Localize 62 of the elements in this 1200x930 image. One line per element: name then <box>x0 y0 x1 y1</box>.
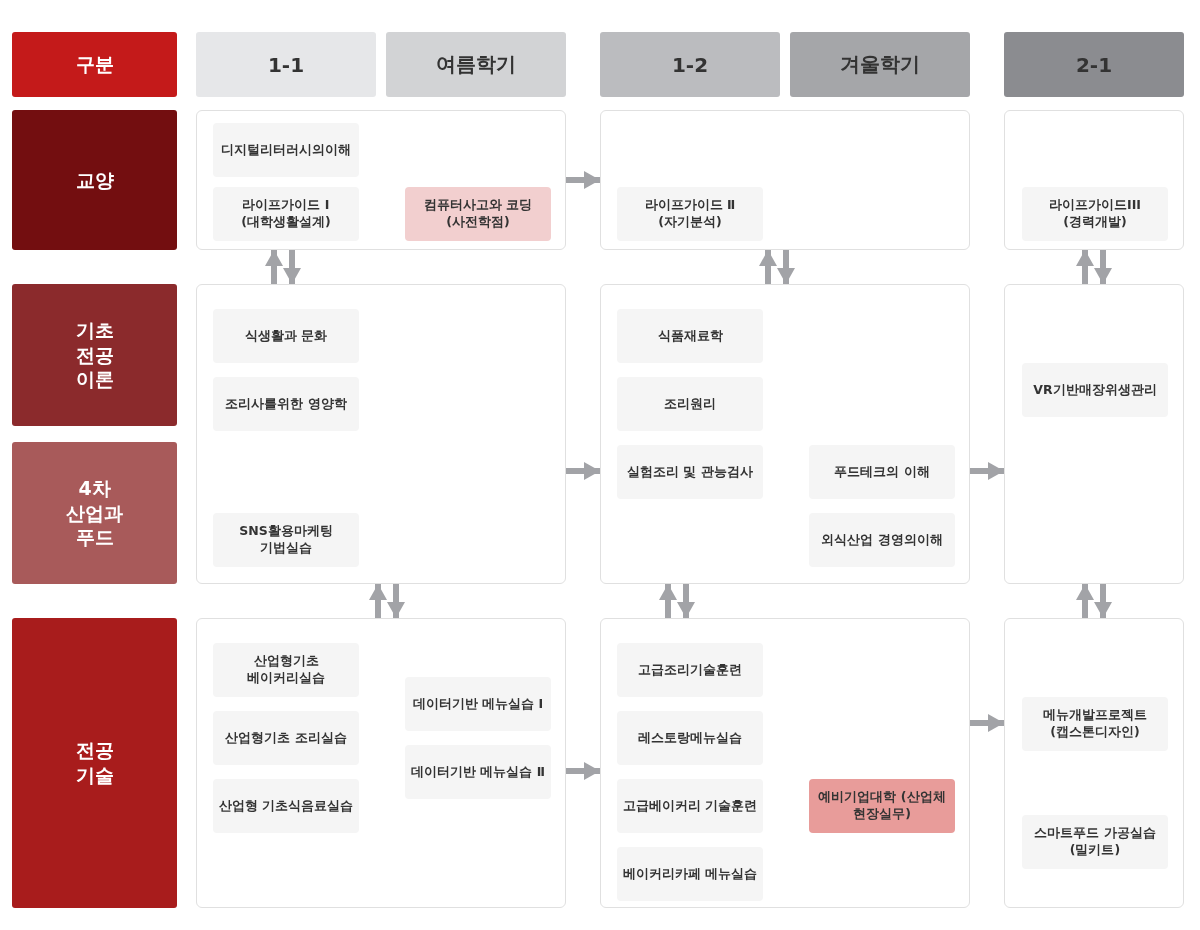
course-card: 데이터기반 메뉴실습 Ⅱ <box>405 745 551 799</box>
semester-header: 1-2 <box>600 32 780 97</box>
arrow <box>566 462 600 480</box>
arrow <box>1076 584 1094 618</box>
arrow <box>677 584 695 618</box>
curriculum-panel <box>600 110 970 250</box>
course-card: 조리사를위한 영양학 <box>213 377 359 431</box>
course-card: 라이프가이드 Ⅰ (대학생활설계) <box>213 187 359 241</box>
arrow <box>1094 250 1112 284</box>
course-card: 라이프가이드III (경력개발) <box>1022 187 1168 241</box>
arrow <box>759 250 777 284</box>
curriculum-panel <box>1004 618 1184 908</box>
arrow <box>970 462 1004 480</box>
arrow <box>777 250 795 284</box>
course-card: 라이프가이드 Ⅱ (자기분석) <box>617 187 763 241</box>
course-card: VR기반매장위생관리 <box>1022 363 1168 417</box>
arrow <box>659 584 677 618</box>
course-card: 식품재료학 <box>617 309 763 363</box>
category-label: 기초 전공 이론 <box>12 284 177 426</box>
course-card: 실험조리 및 관능검사 <box>617 445 763 499</box>
course-card: 식생활과 문화 <box>213 309 359 363</box>
arrow <box>387 584 405 618</box>
semester-header: 여름학기 <box>386 32 566 97</box>
curriculum-panel <box>1004 110 1184 250</box>
course-card: 푸드테크의 이해 <box>809 445 955 499</box>
arrow <box>1094 584 1112 618</box>
course-card: 고급조리기술훈련 <box>617 643 763 697</box>
course-card: 산업형기초 베이커리실습 <box>213 643 359 697</box>
arrow <box>566 171 600 189</box>
category-label: 교양 <box>12 110 177 250</box>
course-card: 외식산업 경영의이해 <box>809 513 955 567</box>
arrow <box>265 250 283 284</box>
course-card: 예비기업대학 (산업체 현장실무) <box>809 779 955 833</box>
course-card: 스마트푸드 가공실습(밀키트) <box>1022 815 1168 869</box>
course-card: 산업형기초 조리실습 <box>213 711 359 765</box>
course-card: 고급베이커리 기술훈련 <box>617 779 763 833</box>
arrow <box>1076 250 1094 284</box>
curriculum-panel <box>600 284 970 584</box>
course-card: 조리원리 <box>617 377 763 431</box>
category-label: 구분 <box>12 32 177 97</box>
semester-header: 2-1 <box>1004 32 1184 97</box>
course-card: 산업형 기초식음료실습 <box>213 779 359 833</box>
arrow <box>283 250 301 284</box>
category-label: 전공 기술 <box>12 618 177 908</box>
curriculum-panel <box>196 618 566 908</box>
arrow <box>369 584 387 618</box>
course-card: 데이터기반 메뉴실습 Ⅰ <box>405 677 551 731</box>
course-card: 레스토랑메뉴실습 <box>617 711 763 765</box>
curriculum-panel <box>600 618 970 908</box>
arrow <box>566 762 600 780</box>
course-card: 컴퓨터사고와 코딩(사전학점) <box>405 187 551 241</box>
curriculum-panel <box>196 284 566 584</box>
semester-header: 1-1 <box>196 32 376 97</box>
category-label: 4차 산업과 푸드 <box>12 442 177 584</box>
arrow <box>970 714 1004 732</box>
course-card: SNS활용마케팅 기법실습 <box>213 513 359 567</box>
curriculum-panel <box>196 110 566 250</box>
course-card: 디지털리터러시의이해 <box>213 123 359 177</box>
curriculum-panel <box>1004 284 1184 584</box>
semester-header: 겨울학기 <box>790 32 970 97</box>
course-card: 베이커리카페 메뉴실습 <box>617 847 763 901</box>
course-card: 메뉴개발프로젝트 (캡스톤디자인) <box>1022 697 1168 751</box>
